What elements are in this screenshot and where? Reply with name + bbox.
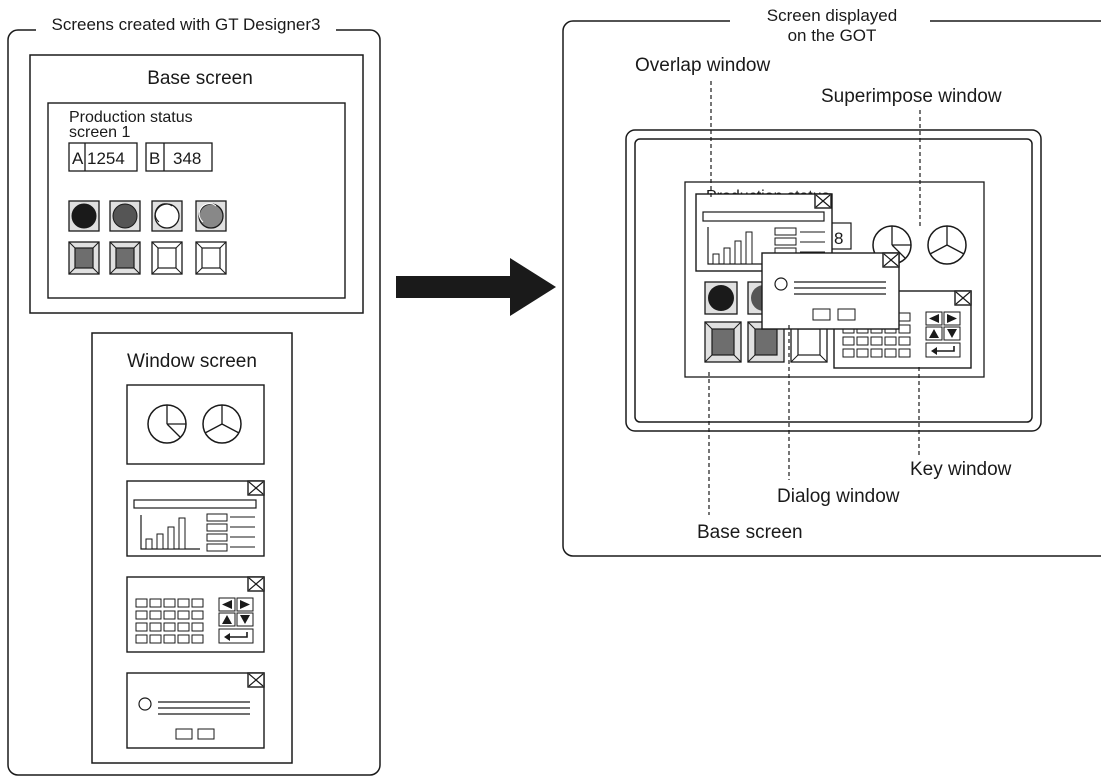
base-screen-block: Base screen Production status screen 1 A… [29, 54, 364, 314]
callout-superimpose-window: Superimpose window [821, 86, 1002, 107]
overlap-window-thumb [126, 480, 265, 557]
left-panel-title-gap [36, 10, 336, 40]
close-icon [882, 252, 900, 268]
window-screen-title: Window screen [127, 351, 257, 372]
field-a-value: 1254 [87, 149, 125, 168]
field-b-label: B [149, 149, 160, 168]
info-icon [138, 697, 152, 711]
close-icon [247, 672, 265, 688]
close-icon [247, 480, 265, 496]
window-screen-frame [91, 332, 293, 764]
lamp-dark-icon [708, 285, 734, 311]
callout-lines [708, 81, 921, 515]
lamp-gray-icon [112, 203, 138, 229]
superimpose-window-thumb [126, 384, 265, 465]
field-b-box [145, 142, 213, 172]
left-panel-title: Screens created with GT Designer3 [52, 15, 321, 34]
field-a-box [68, 142, 138, 172]
callout-key-window: Key window [910, 459, 1012, 480]
enter-key-icon [218, 628, 254, 644]
field-b-value: 348 [173, 149, 201, 168]
transition-arrow [396, 258, 556, 316]
lamp-row [68, 200, 227, 232]
base-screen-content-label-line2: screen 1 [69, 124, 130, 141]
base-screen-title: Base screen [147, 68, 253, 89]
callout-overlap-window: Overlap window [635, 55, 770, 76]
callout-base-screen: Base screen [697, 522, 803, 543]
enter-key-icon [925, 342, 961, 358]
window-screen-block: Window screen [91, 332, 293, 764]
dialog-cancel-button [197, 728, 215, 740]
base-screen-content-label-line1: Production status [69, 109, 193, 126]
lamp-light-icon [198, 203, 224, 229]
left-panel: Screens created with GT Designer3 Base s… [7, 10, 381, 776]
close-icon [814, 193, 832, 209]
right-panel-title-line2: on the GOT [788, 26, 877, 45]
key-window-thumb [126, 576, 265, 653]
dialog-ok-button [812, 308, 831, 321]
close-icon [954, 290, 972, 306]
right-panel: Screen displayed on the GOT Production s… [562, 4, 1101, 557]
right-panel-title-line1: Screen displayed [767, 6, 897, 25]
field-a-label: A [72, 149, 84, 168]
switch-row [68, 241, 227, 275]
lamp-dark-icon [71, 203, 97, 229]
got-dialog-window [761, 252, 900, 330]
dialog-window-thumb [126, 672, 265, 749]
close-icon [247, 576, 265, 592]
lamp-off-icon [154, 203, 180, 229]
got-partial-value: 8 [834, 229, 843, 248]
dialog-cancel-button [837, 308, 856, 321]
dialog-ok-button [175, 728, 193, 740]
callout-dialog-window: Dialog window [777, 486, 900, 507]
base-screen-frame [29, 54, 364, 314]
info-icon [774, 277, 788, 291]
